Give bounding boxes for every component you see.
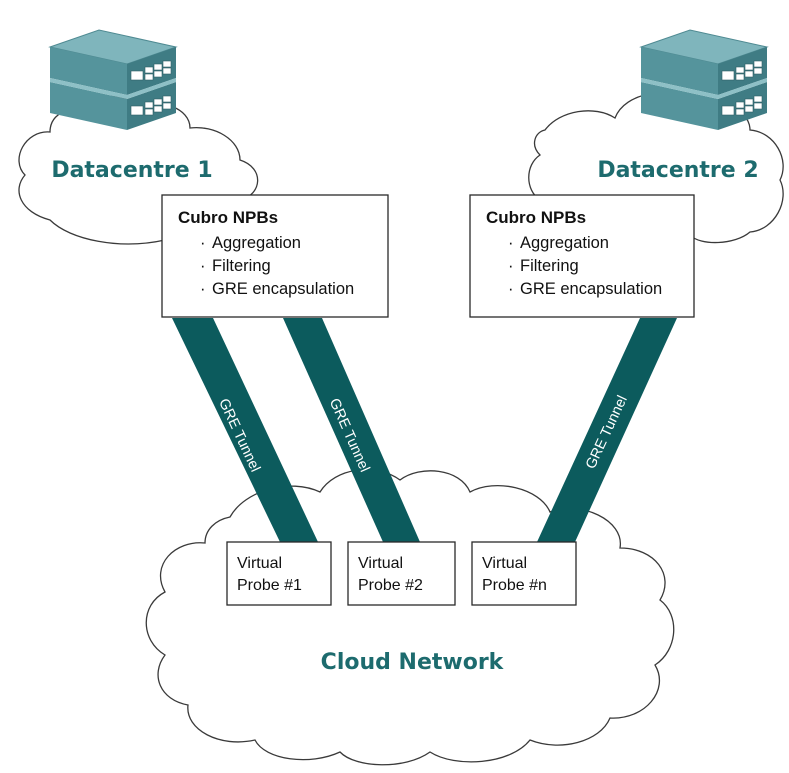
tunnel-3: GRE Tunnel (537, 318, 677, 542)
npb-heading: Cubro NPBs (178, 208, 278, 227)
npb-item-bullet: · (200, 280, 206, 298)
npb-item: GRE encapsulation (212, 280, 354, 298)
datacentre-1-title: Datacentre 1 (51, 158, 212, 183)
npb-item-bullet: · (508, 234, 514, 252)
cloud-network-outline (145, 468, 675, 766)
probe-label-line1: Virtual (237, 555, 282, 572)
npb-heading: Cubro NPBs (486, 208, 586, 227)
npb-item-bullet: · (508, 280, 514, 298)
probe-label-line2: Probe #n (482, 577, 547, 594)
probe-label-line1: Virtual (482, 555, 527, 572)
probe-label-line2: Probe #1 (237, 577, 302, 594)
datacentre-2-title: Datacentre 2 (597, 158, 758, 183)
npb-item: GRE encapsulation (520, 280, 662, 298)
npb-item: Aggregation (212, 234, 301, 252)
datacentre-2-cloud (528, 92, 784, 244)
npb-item: Aggregation (520, 234, 609, 252)
datacentre-2: Datacentre 2 (528, 29, 784, 244)
datacentre-1: Datacentre 1 (18, 29, 259, 245)
npb-item-bullet: · (508, 257, 514, 275)
npb-item-bullet: · (200, 234, 206, 252)
probe-label-line1: Virtual (358, 555, 403, 572)
cloud-network-title: Cloud Network (321, 650, 505, 675)
server-stack-icon (48, 29, 178, 130)
virtual-probe-1: Virtual Probe #1 (226, 541, 332, 606)
npb-item: Filtering (520, 257, 579, 275)
npb-box-2: Cubro NPBs · Aggregation · Filtering · G… (469, 194, 695, 318)
npb-item: Filtering (212, 257, 271, 275)
npb-item-bullet: · (200, 257, 206, 275)
npb-box-1: Cubro NPBs · Aggregation · Filtering · G… (161, 194, 389, 318)
virtual-probe-n: Virtual Probe #n (471, 541, 577, 606)
server-stack-icon (639, 29, 769, 130)
virtual-probe-2: Virtual Probe #2 (347, 541, 456, 606)
cloud-network: Cloud Network (145, 468, 675, 766)
probe-label-line2: Probe #2 (358, 577, 423, 594)
